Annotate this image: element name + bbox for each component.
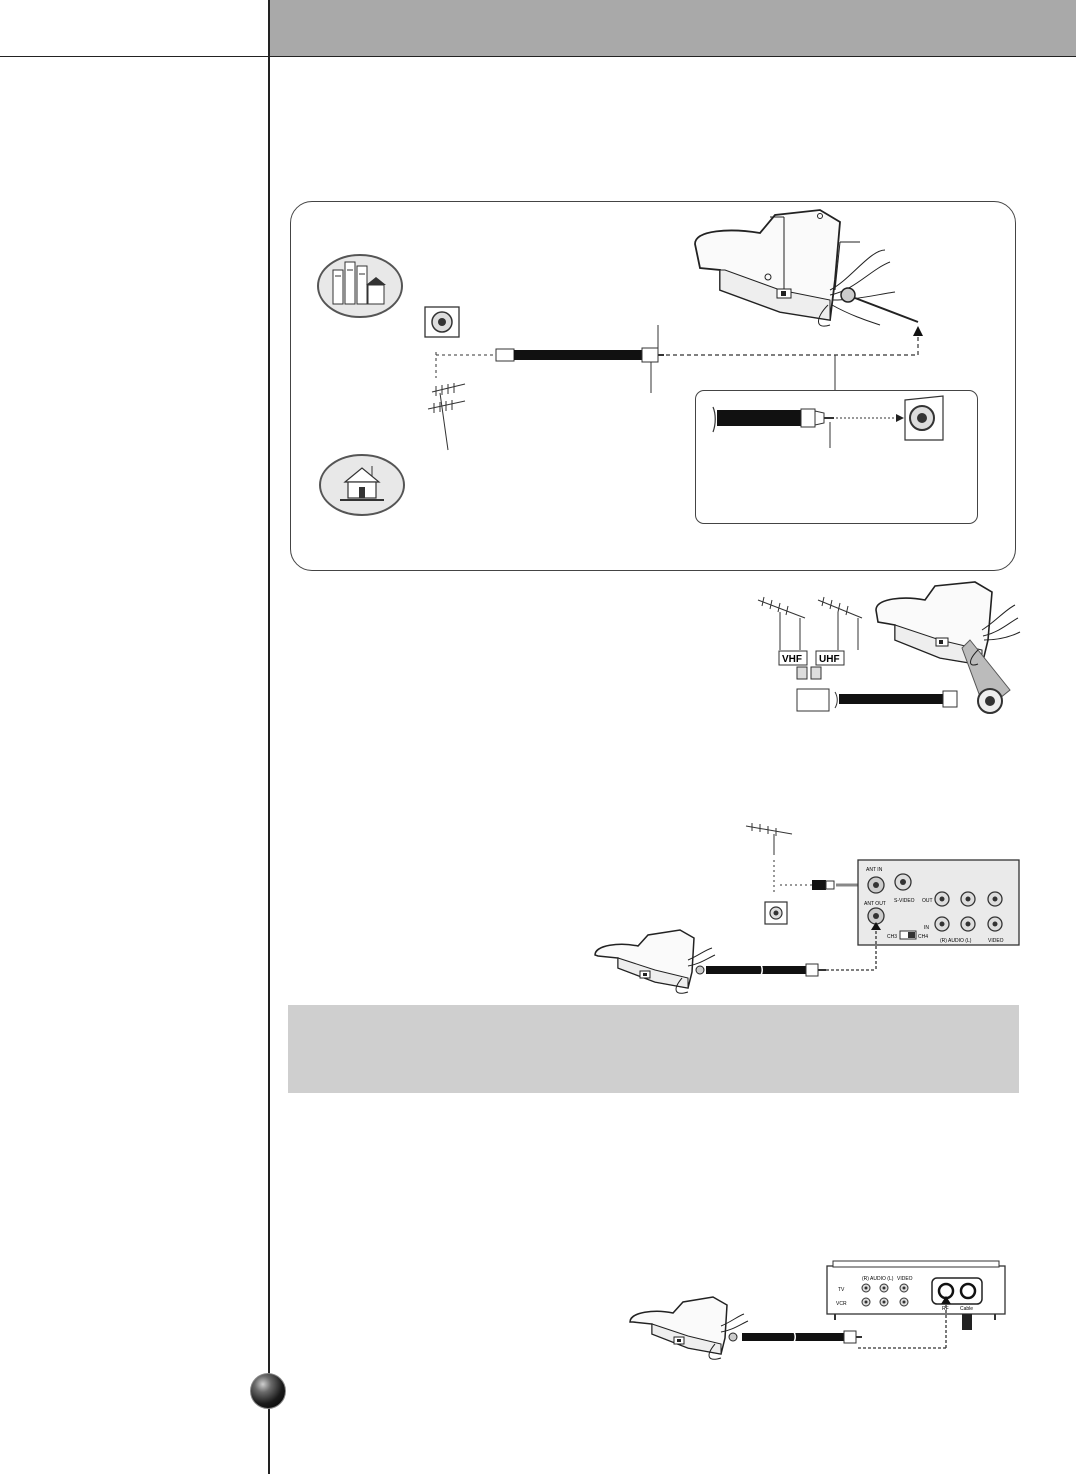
ch3-label: CH3 [887, 934, 897, 940]
rf-label: RF [942, 1306, 949, 1312]
wall-outlet-icon [424, 306, 460, 338]
antenna-icon [427, 383, 466, 451]
s-video-label: S-VIDEO [894, 898, 915, 904]
video-label: VIDEO [988, 938, 1004, 944]
note-band [288, 1005, 1019, 1093]
apartment-building-icon [317, 254, 403, 318]
tv-device-fig4 [629, 1296, 749, 1360]
antenna-fig3-icon [745, 823, 793, 855]
uhf-label: UHF [819, 654, 840, 665]
out-label: OUT [922, 898, 933, 904]
vhf-label: VHF [782, 654, 802, 665]
header-divider [0, 56, 1076, 57]
house-icon [319, 454, 405, 516]
tv-label: TV [838, 1287, 845, 1293]
left-margin-rule [268, 0, 270, 1474]
uhf-antenna-icon [817, 596, 863, 650]
tv-device-fig3 [594, 929, 716, 994]
header-left-band [0, 0, 268, 56]
ant-out-label: ANT OUT [864, 901, 886, 907]
vcr-back-panel: ANT IN ANT OUT S-VIDEO OUT IN CH3 CH4 (R… [857, 859, 1020, 946]
page-number-badge [250, 1373, 286, 1409]
audio-rl-label: (R) AUDIO (L) [940, 938, 972, 944]
ant-in-label: ANT IN [866, 867, 883, 873]
fig4-video-label: VIDEO [897, 1276, 913, 1282]
antenna-connection-panel [290, 201, 1016, 571]
fig4-audio-rl-label: (R) AUDIO (L) [862, 1276, 894, 1282]
tv-device-top [694, 209, 919, 327]
vhf-antenna-icon [757, 596, 806, 650]
cable-label: Cable [960, 1306, 973, 1312]
figure-1-drawing [317, 209, 944, 516]
in-label: IN [924, 925, 929, 931]
ch4-label: CH4 [918, 934, 928, 940]
coaxial-cable [495, 325, 664, 393]
tv-device-fig2 [875, 581, 1021, 714]
cable-box-back: (R) AUDIO (L) VIDEO TV VCR RF Cable [826, 1260, 1006, 1330]
header-right-band [270, 0, 1076, 56]
coax-to-outlet-inset [712, 395, 944, 448]
vcr-label: VCR [836, 1301, 847, 1307]
